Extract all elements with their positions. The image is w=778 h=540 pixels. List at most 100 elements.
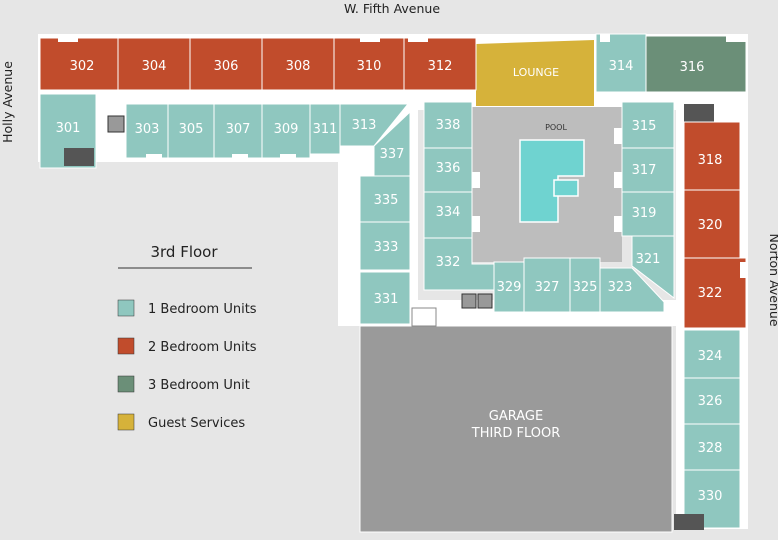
unit-323-label: 323 [608,280,633,295]
unit-324[interactable]: 324 [683,329,741,379]
unit-306[interactable]: 306 [189,37,263,91]
unit-302-label: 302 [70,59,95,74]
legend-swatch-1br [117,299,135,317]
unit-328[interactable]: 328 [683,423,741,471]
unit-315-label: 315 [632,119,657,134]
unit-316[interactable]: 316 [645,35,747,93]
unit-338[interactable]: 338 [423,101,473,149]
garage-area [359,325,673,533]
unit-316-label: 316 [680,60,705,75]
unit-330-label: 330 [698,489,723,504]
unit-318-label: 318 [698,153,723,168]
unit-332-label: 332 [436,255,461,270]
unit-307-label: 307 [226,122,251,137]
street-north: W. Fifth Avenue [344,1,440,16]
unit-308-label: 308 [286,59,311,74]
unit-314-label: 314 [609,59,634,74]
unit-311[interactable]: 311 [309,103,341,155]
unit-336[interactable]: 336 [423,147,473,193]
unit-301-label: 301 [56,121,81,136]
lounge-area [476,40,594,106]
street-east: Norton Avenue [767,233,778,326]
unit-327-label: 327 [535,280,560,295]
unit-318[interactable]: 318 [683,121,741,191]
stair-east [684,104,714,122]
pool [519,139,585,223]
unit-314[interactable]: 314 [595,33,647,93]
legend-swatch-3br [117,375,135,393]
unit-313[interactable]: 313 [339,103,410,147]
unit-335-label: 335 [374,193,399,208]
entry-door [411,307,437,327]
unit-310[interactable]: 310 [333,37,405,91]
unit-334[interactable]: 334 [423,191,473,239]
unit-310-label: 310 [357,59,382,74]
legend-title: 3rd Floor [150,243,218,261]
unit-321[interactable]: 321 [631,235,675,300]
unit-322[interactable]: 322 [683,257,747,329]
unit-313-label: 313 [352,118,377,133]
unit-305-label: 305 [179,122,204,137]
legend: 3rd Floor 1 Bedroom Units 2 Bedroom Unit… [117,243,257,431]
stair-west [64,148,94,166]
unit-317-label: 317 [632,163,657,178]
unit-336-label: 336 [436,161,461,176]
unit-331[interactable]: 331 [359,271,411,325]
unit-306-label: 306 [214,59,239,74]
unit-333[interactable]: 333 [359,221,411,271]
hot-tub [553,179,579,197]
unit-311-label: 311 [313,122,338,137]
unit-317[interactable]: 317 [621,147,675,193]
unit-315[interactable]: 315 [621,101,675,149]
unit-329-label: 329 [497,280,522,295]
unit-322-label: 322 [698,286,723,301]
unit-320-label: 320 [698,218,723,233]
legend-label-1br: 1 Bedroom Units [148,302,257,317]
unit-329[interactable]: 329 [493,261,525,313]
stair-southeast [674,514,704,530]
legend-label-2br: 2 Bedroom Units [148,340,257,355]
elevator-center-icon-1 [461,293,477,309]
legend-swatch-2br [117,337,135,355]
unit-308[interactable]: 308 [261,37,335,91]
unit-331-label: 331 [374,292,399,307]
elevator-west-icon [107,115,125,133]
unit-302[interactable]: 302 [39,37,119,91]
street-west: Holly Avenue [0,61,15,143]
unit-325-label: 325 [573,280,598,295]
unit-312[interactable]: 312 [403,37,477,91]
unit-312-label: 312 [428,59,453,74]
unit-321-label: 321 [636,252,661,267]
unit-304-label: 304 [142,59,167,74]
unit-326-label: 326 [698,394,723,409]
unit-326[interactable]: 326 [683,377,741,425]
unit-319[interactable]: 319 [621,191,675,237]
elevator-center-icon-2 [477,293,493,309]
garage-label-line2: THIRD FLOOR [471,426,560,441]
unit-327[interactable]: 327 [523,257,571,313]
unit-334-label: 334 [436,205,461,220]
unit-309[interactable]: 309 [261,103,311,159]
unit-304[interactable]: 304 [117,37,191,91]
unit-305[interactable]: 305 [167,103,215,159]
unit-319-label: 319 [632,206,657,221]
unit-303[interactable]: 303 [125,103,169,159]
unit-335[interactable]: 335 [359,175,411,223]
unit-320[interactable]: 320 [683,189,741,259]
unit-338-label: 338 [436,118,461,133]
balcony-notches [58,34,748,502]
unit-309-label: 309 [274,122,299,137]
garage-label-line1: GARAGE [489,409,543,424]
legend-label-3br: 3 Bedroom Unit [148,378,250,393]
unit-328-label: 328 [698,441,723,456]
unit-307[interactable]: 307 [213,103,263,159]
pool-label: POOL [545,123,567,132]
unit-325[interactable]: 325 [569,257,601,313]
unit-303-label: 303 [135,122,160,137]
legend-label-guest: Guest Services [148,416,245,431]
unit-323[interactable]: 323 [599,267,665,313]
unit-324-label: 324 [698,349,723,364]
unit-333-label: 333 [374,240,399,255]
unit-337-label: 337 [380,147,405,162]
